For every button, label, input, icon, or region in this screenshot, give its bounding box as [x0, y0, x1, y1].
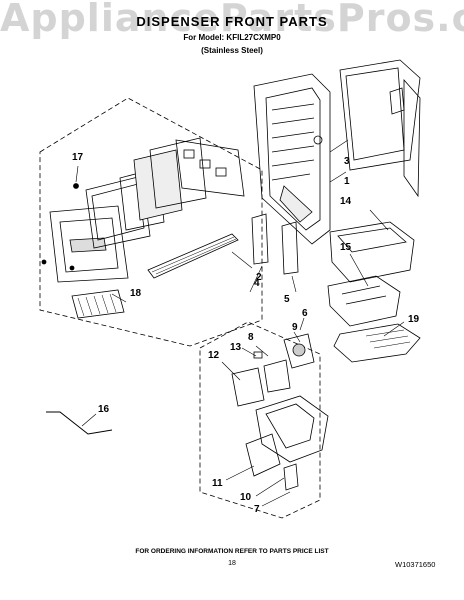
- ordering-note: FOR ORDERING INFORMATION REFER TO PARTS …: [135, 548, 329, 555]
- callout-18: 18: [130, 288, 142, 299]
- tray-grille-15: [327, 275, 401, 327]
- callout-7: 7: [254, 504, 260, 515]
- watermark: AppliancePartsPros.com: [0, 0, 464, 40]
- callout-3: 3: [344, 156, 350, 167]
- screws: [41, 183, 79, 271]
- insulation-4: [251, 213, 269, 265]
- model-line: For Model: KFIL27CXMP0: [183, 33, 281, 42]
- drip-tray-14: [329, 221, 415, 283]
- wire-16: [46, 411, 113, 435]
- callout-13: 13: [230, 342, 242, 353]
- callout-numbers: 17 3 1 14 15 2 4 5 18 6 19 9 8 13 12 16 …: [72, 152, 420, 515]
- callout-9: 9: [292, 322, 298, 333]
- front-bezel: [49, 205, 129, 283]
- callout-16: 16: [98, 404, 110, 415]
- dispenser-door: [339, 59, 421, 198]
- document-number: W10371650: [395, 560, 436, 569]
- insulation-5: [281, 221, 299, 275]
- dispenser-housing: [253, 73, 331, 245]
- callout-6: 6: [302, 308, 308, 319]
- group-outline-control-panel: [39, 97, 263, 347]
- diagram-title: DISPENSER FRONT PARTS: [136, 14, 328, 29]
- callout-15: 15: [340, 242, 352, 253]
- callout-5: 5: [284, 294, 290, 305]
- callout-14: 14: [340, 196, 352, 207]
- page-number: 18: [228, 560, 236, 567]
- callout-10: 10: [240, 492, 252, 503]
- callout-2: 2: [256, 272, 262, 283]
- callout-1: 1: [344, 176, 350, 187]
- tray-cover-19: [333, 323, 421, 363]
- callout-19: 19: [408, 314, 420, 325]
- callout-8: 8: [248, 332, 254, 343]
- finish-line: (Stainless Steel): [201, 46, 263, 55]
- display-board-stack: [85, 137, 245, 249]
- callout-11: 11: [212, 478, 223, 489]
- callout-17: 17: [72, 152, 84, 163]
- callout-4: 4: [254, 278, 260, 289]
- callout-12: 12: [208, 350, 220, 361]
- actuator-assembly: [231, 333, 329, 491]
- leader-lines: [75, 139, 405, 507]
- ribbon-cable: [147, 233, 239, 279]
- grille-18: [71, 289, 125, 319]
